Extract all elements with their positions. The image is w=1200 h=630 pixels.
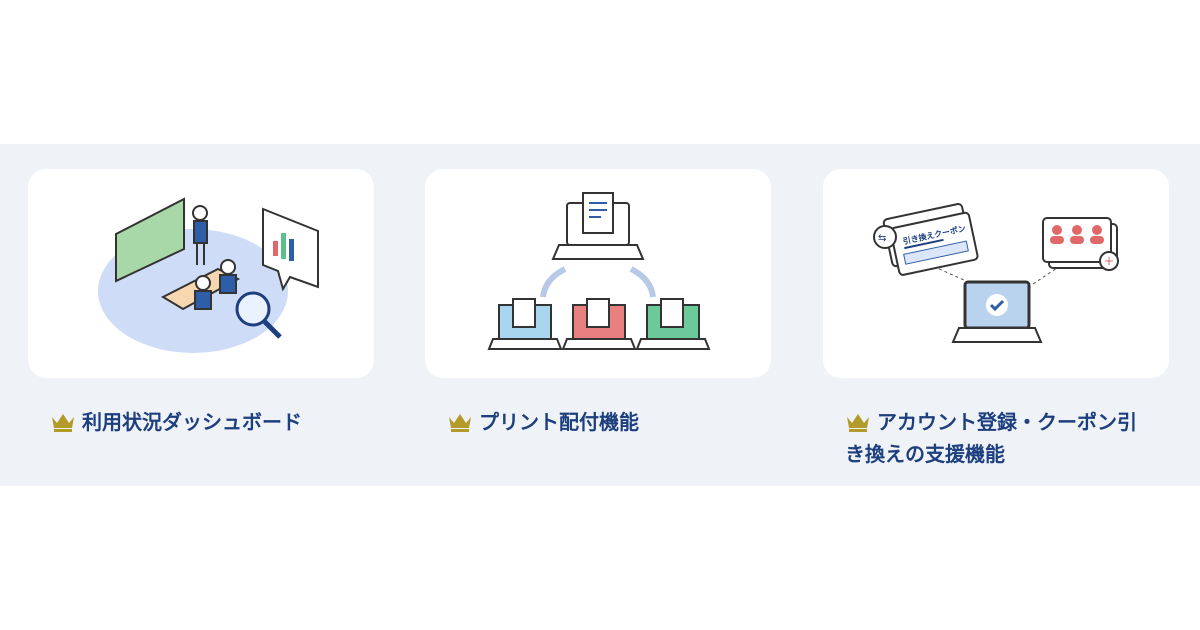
feature-card-dashboard xyxy=(28,169,374,378)
feature-card-account: 引き換えクーポン ⇆ + xyxy=(823,169,1169,378)
svg-text:⇆: ⇆ xyxy=(878,233,886,244)
laptop-blue xyxy=(487,298,563,350)
feature-label-account: アカウント登録・クーポン引き換えの支援機能 xyxy=(845,410,1137,466)
svg-text:+: + xyxy=(1104,254,1114,268)
crown-icon xyxy=(449,414,471,432)
feature-label-print: プリント配付機能 xyxy=(447,406,767,438)
account-coupon-illustration: 引き換えクーポン ⇆ + xyxy=(873,203,1119,343)
feature-label-dashboard: 利用状況ダッシュボード xyxy=(50,406,370,438)
crown-icon xyxy=(52,414,74,432)
feature-card-print xyxy=(425,169,771,378)
laptop-red xyxy=(561,298,637,350)
crown-icon xyxy=(847,414,869,432)
print-distribution-illustration xyxy=(487,192,711,350)
classroom-illustration xyxy=(98,197,319,353)
laptop-green xyxy=(635,298,711,350)
